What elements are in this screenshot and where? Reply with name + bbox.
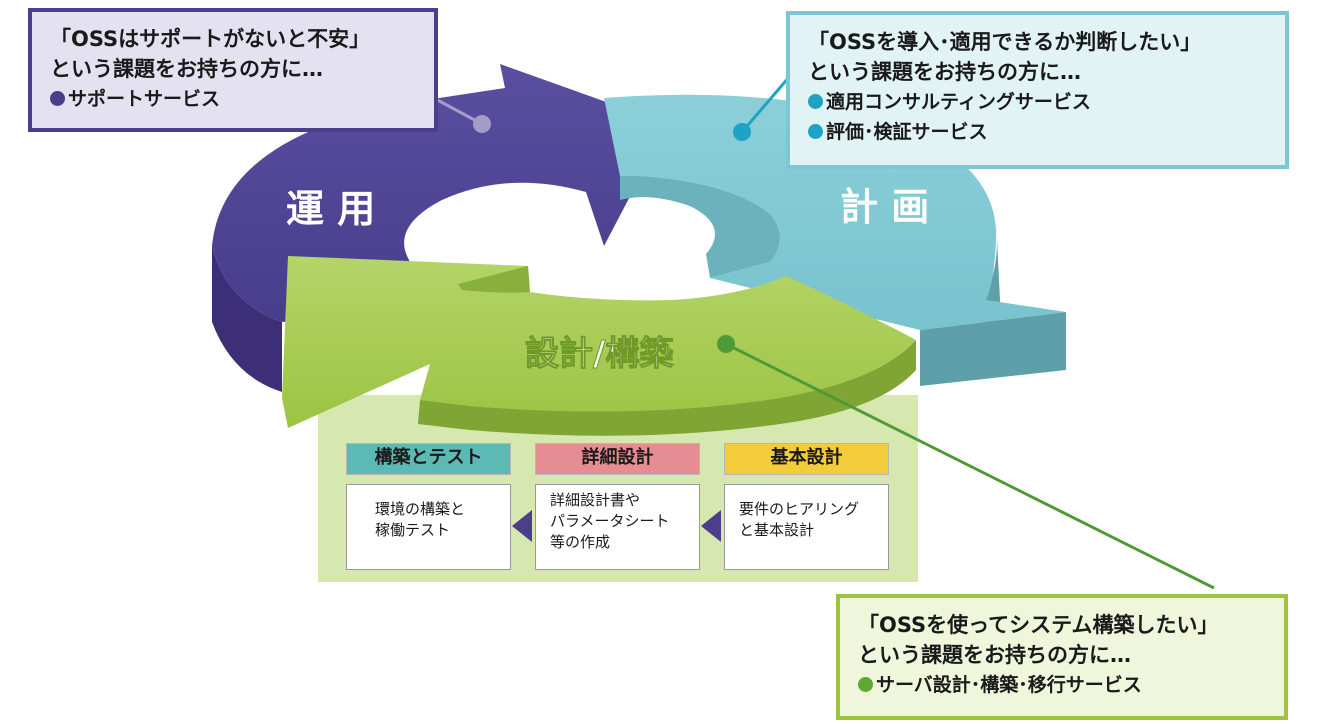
operation-connector-dot <box>473 115 491 133</box>
planning-connector-dot <box>733 123 751 141</box>
design-build-arrow-side <box>418 340 916 436</box>
bullet-icon <box>858 677 873 692</box>
planning-connector <box>740 75 792 133</box>
build-connector <box>725 342 1215 590</box>
operation-callout-line2: という課題をお持ちの方に… <box>50 57 323 81</box>
operation-callout-line1: 「OSSはサポートがないと不安」 <box>50 27 371 51</box>
phase-detail-design-header: 詳細設計 <box>535 443 700 475</box>
design-build-label: 設計/構築 <box>525 334 674 374</box>
bullet-icon <box>50 91 65 106</box>
operation-arrow-side <box>212 246 282 392</box>
design-build-arrow <box>282 256 916 428</box>
flow-arrow-left <box>512 510 532 542</box>
build-callout: 「OSSを使ってシステム構築したい」 という課題をお持ちの方に… サーバ設計･構… <box>836 594 1288 720</box>
bullet-icon <box>808 94 823 109</box>
planning-service-item: 評価･検証サービス <box>808 117 1267 147</box>
planning-callout-line1: 「OSSを導入･適用できるか判断したい」 <box>808 30 1202 54</box>
phase-basic-design-desc: 要件のヒアリング と基本設計 <box>724 484 889 570</box>
operation-label: 運 用 <box>286 187 375 231</box>
planning-label: 計 画 <box>840 185 929 229</box>
phase-detail-design-desc: 詳細設計書や パラメータシート 等の作成 <box>535 484 700 570</box>
build-service-item: サーバ設計･構築･移行サービス <box>858 670 1266 700</box>
build-callout-line1: 「OSSを使ってシステム構築したい」 <box>858 613 1219 637</box>
build-callout-line2: という課題をお持ちの方に… <box>858 643 1131 667</box>
phase-build-test-desc: 環境の構築と 稼働テスト <box>346 484 511 570</box>
build-connector-dot <box>717 335 735 353</box>
phase-build-test-header: 構築とテスト <box>346 443 511 475</box>
design-build-arrow-inner <box>458 266 530 293</box>
planning-service-item: 適用コンサルティングサービス <box>808 87 1267 117</box>
bullet-icon <box>808 124 823 139</box>
operation-callout: 「OSSはサポートがないと不安」 という課題をお持ちの方に… サポートサービス <box>28 8 438 132</box>
flow-arrow-right <box>701 510 721 542</box>
operation-connector <box>429 94 483 126</box>
planning-callout: 「OSSを導入･適用できるか判断したい」 という課題をお持ちの方に… 適用コンサ… <box>786 11 1289 169</box>
phase-basic-design-header: 基本設計 <box>724 443 889 475</box>
operation-service-item: サポートサービス <box>50 84 416 114</box>
planning-callout-line2: という課題をお持ちの方に… <box>808 60 1081 84</box>
planning-arrow-inner <box>620 176 780 278</box>
